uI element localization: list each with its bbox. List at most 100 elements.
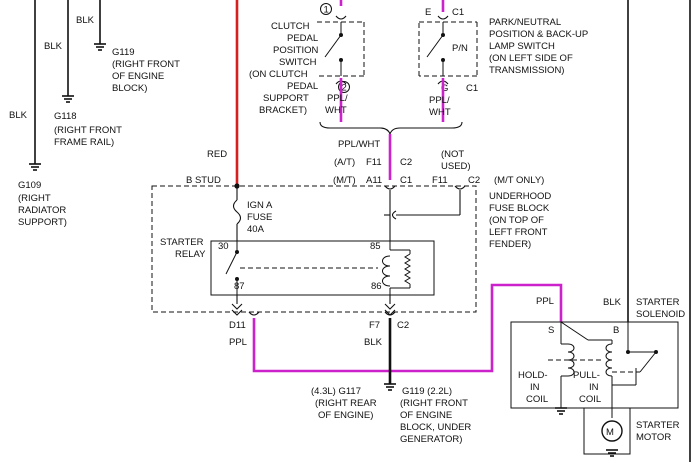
coil-label: HOLD- [518,370,548,381]
ground-label: OF ENGINE [400,410,452,421]
component-label: (ON CLUTCH [249,69,308,80]
wire-color-label: RED [207,149,227,160]
not-used-label: (NOT [441,149,464,160]
wire-color-label: PPL [229,337,247,348]
coil-label: PULL- [573,370,600,381]
park-neutral-switch: E C1 P/N G C1 PARK/NEUTRAL POSITION & BA… [418,0,588,122]
component-label: FUSE BLOCK [489,203,550,214]
pin-label: A11 [366,175,382,186]
component-label: FENDER) [489,239,531,250]
component-label: LAMP SWITCH [489,41,555,52]
not-used-label: USED) [441,161,471,172]
fuse-label: IGN A [247,200,273,211]
component-label: POSITION [273,45,319,56]
ground-location: (RIGHT FRONT [112,59,180,70]
component-label: PEDAL [287,81,318,92]
connector-code: C1 [466,83,478,94]
underhood-fuse-block: B STUD IGN A FUSE 40A UNDERHOOD FUSE BLO… [151,175,551,313]
component-label: PEDAL [287,33,318,44]
component-label: SOLENOID [636,309,685,320]
ground-leads [34,0,101,164]
red-feed-wire: RED [207,0,239,185]
ground-label: (RIGHT REAR [315,398,377,409]
fuse-block-internal-wiring [384,185,466,241]
relay-pin: 87 [234,281,245,292]
pin-label: F11 [432,175,448,186]
pin-number: 2 [342,83,347,94]
coil-label: COIL [526,394,548,405]
pin-label: F7 [369,320,380,331]
component-label: (ON LEFT SIDE OF [489,53,573,64]
ground-g109: BLK G109 (RIGHT RADIATOR SUPPORT) [9,110,67,228]
wire-color-label: BLK [9,110,28,121]
component-label: MOTOR [636,432,671,443]
battery-feed-wire: BLK PPL STARTER SOLENOID [536,0,691,462]
clutch-pedal-position-switch: 1 2 CLUTCH PEDAL POSITION SWITCH (ON CLU… [249,0,365,122]
component-label: CLUTCH [271,21,310,32]
stud-label: B STUD [186,175,221,186]
component-label: TRANSMISSION) [489,65,564,76]
wire-color-label: PPL/WHT [338,139,380,150]
wire-color-label: BLK [364,337,383,348]
relay-output-leads [231,295,396,316]
ground-location: RADIATOR [18,205,66,216]
component-label: SUPPORT [263,93,309,104]
relay-pin: 85 [370,241,381,252]
ground-label: OF ENGINE) [318,410,373,421]
ground-label: BLOCK, UNDER [400,422,471,433]
component-label: BRACKET) [259,105,307,116]
bottom-grounds: (4.3L) G117 (RIGHT REAR OF ENGINE) G119 … [311,383,471,445]
fuse-label: FUSE [247,212,272,223]
relay-pin: 86 [371,281,382,292]
starter-relay: STARTER RELAY 30 85 87 86 [160,237,435,296]
ground-id: G119 [112,47,135,58]
wire-color-label: WHT [429,107,451,118]
ground-location: (RIGHT [18,193,51,204]
component-label: STARTER [636,420,680,431]
terminal-label: S [548,325,554,336]
connector-code: C1 [452,7,464,18]
wire-color-label: WHT [325,105,347,116]
connector-code: C2 [397,320,409,331]
ground-location: OF ENGINE [112,71,164,82]
switch-inner-label: P/N [452,43,468,54]
component-label: SWITCH [279,57,317,68]
relay-label: RELAY [175,249,206,260]
ground-g118: BLK G118 (RIGHT FRONT FRAME RAIL) [44,41,122,148]
starter-solenoid: S B HOLD- IN COIL PULL- IN COIL [510,321,679,415]
component-label: PARK/NEUTRAL [489,17,561,28]
ground-id: G118 [54,111,77,122]
pin-label: F11 [366,157,382,168]
wire-color-label: BLK [603,297,622,308]
connector-code: C2 [400,157,412,168]
starter-motor: M STARTER MOTOR [583,407,680,457]
fuse-label: 40A [247,224,265,235]
trans-variant: (M/T) [333,175,356,186]
wire-color-label: PPL [536,296,554,307]
wire-color-label: BLK [76,15,95,26]
pin-letter: E [425,7,431,18]
terminal-label: B [613,325,619,336]
component-label: UNDERHOOD [489,191,551,202]
component-label: LEFT FRONT [489,227,548,238]
coil-label: IN [530,382,540,393]
ground-location: BLOCK) [112,83,147,94]
ground-label: GENERATOR) [400,434,462,445]
wire-color-label: BLK [44,41,63,52]
connector-code: C2 [468,175,480,186]
ground-location: SUPPORT) [18,217,67,228]
ground-id: G109 [18,180,41,191]
pin-label: D11 [229,320,246,331]
ground-label: (4.3L) G117 [311,386,361,397]
ground-location: (RIGHT FRONT [54,125,122,136]
pin-number: 1 [324,5,329,16]
trans-variant: (A/T) [334,157,355,168]
connector-code: C1 [400,175,412,186]
relay-pin: 30 [218,241,229,252]
relay-label: STARTER [160,237,204,248]
wire-color-label: PPL/ [327,93,348,104]
ground-g119-top: BLK G119 (RIGHT FRONT OF ENGINE BLOCK) [76,15,180,94]
ground-label: G119 (2.2L) [402,386,452,397]
splice-brace: PPL/WHT (A/T) F11 C2 (M/T) A11 C1 (NOT U… [319,121,544,186]
